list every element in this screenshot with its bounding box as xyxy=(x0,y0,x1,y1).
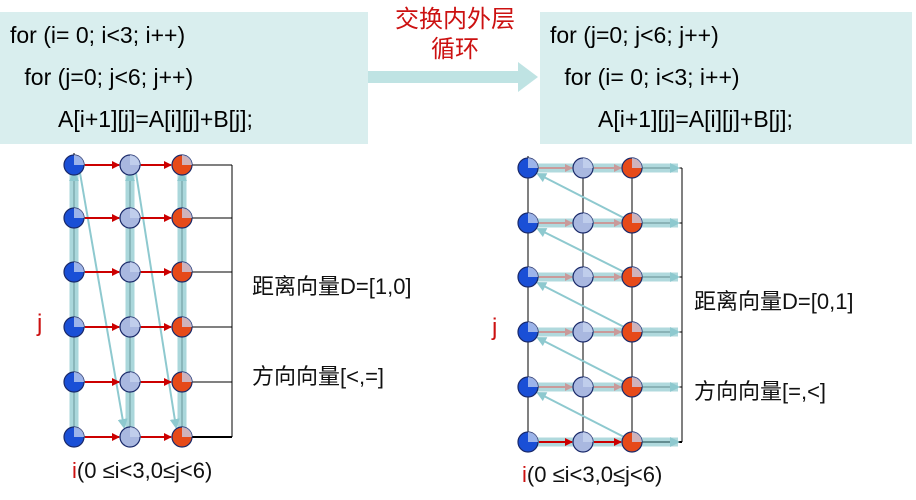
iteration-node-highlight xyxy=(74,262,84,272)
direction-vector-label: 方向向量[=,<] xyxy=(694,379,827,404)
iteration-node-highlight xyxy=(632,158,642,168)
execution-order-jump-arrow xyxy=(536,228,627,274)
iteration-node-highlight xyxy=(182,317,192,327)
iteration-node-highlight xyxy=(74,208,84,218)
execution-order-jump-arrow xyxy=(536,173,627,220)
i-axis-char: i xyxy=(522,462,527,487)
execution-order-jump-arrow xyxy=(536,282,627,329)
iteration-node-highlight xyxy=(528,267,538,277)
iteration-node-highlight xyxy=(632,432,642,442)
i-axis-label: i(0 ≤i<3,0≤j<6) xyxy=(522,462,662,488)
iteration-node-highlight xyxy=(130,317,140,327)
iteration-node-highlight xyxy=(182,208,192,218)
execution-order-jump-arrow xyxy=(79,172,128,429)
iteration-node-highlight xyxy=(130,372,140,382)
iteration-node-highlight xyxy=(528,158,538,168)
iteration-node-highlight xyxy=(632,377,642,387)
iteration-node-highlight xyxy=(528,322,538,332)
direction-vector-label: 方向向量[<,=] xyxy=(252,364,385,389)
distance-vector-label: 距离向量D=[1,0] xyxy=(252,274,412,299)
iteration-node-highlight xyxy=(583,158,593,168)
iteration-node-highlight xyxy=(528,377,538,387)
iteration-node-highlight xyxy=(182,155,192,165)
iteration-node-highlight xyxy=(130,262,140,272)
iteration-node-highlight xyxy=(583,432,593,442)
code-line-inner-loop: for (j=0; j<6; j++) xyxy=(18,64,194,90)
execution-order-jump-arrow xyxy=(135,172,180,429)
code-block-original: for (i= 0; i<3; i++) for (j=0; j<6; j++)… xyxy=(0,12,368,144)
code-line-outer-loop: for (j=0; j<6; j++) xyxy=(550,22,719,48)
execution-order-jump-arrow xyxy=(536,392,627,439)
j-axis-label: j xyxy=(492,314,498,341)
code-line-statement: A[i+1][j]=A[i][j]+B[j]; xyxy=(58,106,253,132)
i-axis-label: i(0 ≤i<3,0≤j<6) xyxy=(72,458,212,484)
code-line-outer-loop: for (i= 0; i<3; i++) xyxy=(10,22,186,48)
i-range-text: (0 ≤i<3,0≤j<6) xyxy=(526,462,663,487)
iteration-node-highlight xyxy=(632,322,642,332)
transform-label-line2: 循环 xyxy=(431,35,479,63)
iteration-node-highlight xyxy=(583,322,593,332)
iteration-grid-original xyxy=(63,153,233,448)
i-axis-char: i xyxy=(72,458,77,483)
transform-label: 交换内外层 循环 xyxy=(370,4,540,64)
code-line-statement: A[i+1][j]=A[i][j]+B[j]; xyxy=(598,106,793,132)
iteration-node-highlight xyxy=(130,155,140,165)
iteration-node-highlight xyxy=(528,213,538,223)
code-block-interchanged: for (j=0; j<6; j++) for (i= 0; i<3; i++)… xyxy=(540,12,912,144)
vector-info-interchanged: 距离向量D=[0,1] 方向向量[=,<] xyxy=(694,227,854,437)
vector-info-original: 距离向量D=[1,0] 方向向量[<,=] xyxy=(252,212,412,422)
iteration-node-highlight xyxy=(74,427,84,437)
i-range-text: (0 ≤i<3,0≤j<6) xyxy=(76,458,213,483)
iteration-node-highlight xyxy=(130,208,140,218)
transform-arrow-icon xyxy=(368,62,538,92)
iteration-node-highlight xyxy=(74,372,84,382)
iteration-node-highlight xyxy=(583,213,593,223)
j-axis-label: j xyxy=(37,310,43,337)
iteration-node-highlight xyxy=(74,155,84,165)
iteration-node-highlight xyxy=(632,213,642,223)
iteration-node-highlight xyxy=(182,372,192,382)
iteration-node-highlight xyxy=(632,267,642,277)
distance-vector-label: 距离向量D=[0,1] xyxy=(694,289,854,314)
execution-order-jump-arrow xyxy=(536,337,627,384)
transform-label-line1: 交换内外层 xyxy=(395,5,515,33)
iteration-grid-interchanged xyxy=(517,156,683,453)
iteration-node-highlight xyxy=(182,262,192,272)
iteration-node-highlight xyxy=(583,377,593,387)
iteration-node-highlight xyxy=(182,427,192,437)
code-line-inner-loop: for (i= 0; i<3; i++) xyxy=(558,64,740,90)
iteration-node-highlight xyxy=(583,267,593,277)
iteration-node-highlight xyxy=(130,427,140,437)
iteration-node-highlight xyxy=(74,317,84,327)
iteration-node-highlight xyxy=(528,432,538,442)
